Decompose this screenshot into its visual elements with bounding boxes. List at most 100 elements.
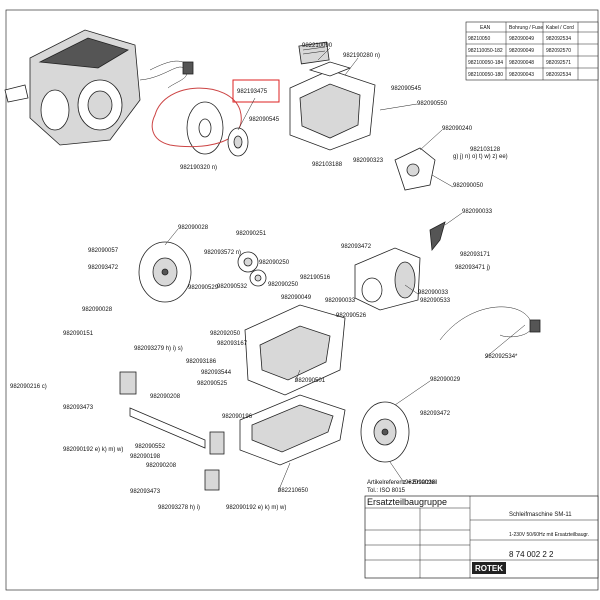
base-frame (244, 304, 346, 396)
part-label: 982092050 (210, 331, 241, 337)
part-label: 982090250 (259, 260, 290, 266)
part-label: 982090198 (130, 454, 161, 460)
part-label: 982090050 (453, 183, 484, 189)
part-label: 982090033 (462, 209, 493, 215)
part-label: 982093472 (88, 265, 119, 271)
cable-top (149, 60, 194, 75)
part-label: 982090216 c) (10, 384, 47, 390)
note-line: Tol.: ISO 8015 (367, 488, 406, 494)
part-label: 982093472 (420, 411, 451, 417)
part-label: 982093572 n) (204, 250, 241, 256)
table-header: Kabel / Cord (546, 25, 574, 31)
part-label: 982093171 (460, 252, 491, 258)
part-label: 982103188 (312, 162, 343, 168)
part-label: 982090028 (82, 307, 113, 313)
part-label: 982093167 (217, 341, 248, 347)
drive-pulley-left (138, 241, 192, 303)
notes: Artikelreferenz = Ersatzteil Tol.: ISO 8… (367, 480, 437, 494)
title-block-heading: Ersatzteilbaugruppe (367, 497, 447, 507)
part-label: 982190516 (300, 275, 331, 281)
motor-bracket-right (394, 147, 436, 191)
part-label: 982090240 (442, 126, 473, 132)
part-label: 982090033 (325, 298, 356, 304)
lever-handle (429, 221, 446, 252)
part-label: 982092534* (485, 354, 518, 360)
gear-set (237, 251, 267, 287)
part-label: 982090532 (217, 284, 248, 290)
table-cell: 982092534 (546, 36, 571, 42)
wheel-flange (227, 127, 249, 157)
company-logo (472, 562, 506, 574)
table-cell: 982092534 (546, 72, 571, 78)
upper-housing (289, 61, 376, 151)
part-label: 982090525 (197, 381, 228, 387)
part-label: 982090552 (135, 444, 166, 450)
table-cell: 982090049 (509, 36, 534, 42)
part-label: 982093279 h) i) s) (134, 346, 183, 352)
table-cell: 982090049 (509, 48, 534, 54)
part-label: 982093186 (186, 359, 217, 365)
table-cell: 982110050-182 (468, 48, 503, 54)
part-label: 982090251 (236, 231, 267, 237)
part-label: 982090196 (222, 414, 253, 420)
part-label: 982090501 (295, 378, 326, 384)
table-cell: 982092571 (546, 60, 571, 66)
table-cell: 982100050-180 (468, 72, 503, 78)
table-cell: 982090043 (509, 72, 534, 78)
part-label: 982090323 (353, 158, 384, 164)
table-header: Bohrung / Fuse (509, 25, 543, 31)
part-label: 982090057 (88, 248, 119, 254)
variant-table: EAN Bohrung / Fuse Kabel / Cord 98210050… (465, 21, 599, 81)
grinding-wheel (151, 87, 242, 155)
part-label: 982090550 (417, 101, 448, 107)
leader-lines (164, 47, 526, 493)
part-label: 982210650 (278, 488, 309, 494)
part-label: 982093278 h) i) (158, 505, 200, 511)
part-label: g) j) n) o) t) w) z) ee) (453, 154, 508, 160)
part-label: 982090250 (268, 282, 299, 288)
note-line: Artikelreferenz = Ersatzteil (367, 480, 437, 486)
table-cell: 982090048 (509, 60, 534, 66)
part-label: 982090545 (249, 117, 280, 123)
part-label: 982090033 (418, 290, 449, 296)
part-label: 982090208 (150, 394, 181, 400)
part-label: 982090049 (281, 295, 312, 301)
part-label: 982090208 (146, 463, 177, 469)
part-label: 982090526 (336, 313, 367, 319)
part-label: 982090192 e) k) m) w) (63, 447, 123, 453)
part-labels: 982210090 982190280 n) 982193475 9820905… (10, 43, 518, 511)
table-header: EAN (480, 25, 491, 31)
title-block: Ersatzteilbaugruppe Schleifmaschine SM-1… (364, 495, 599, 579)
table-cell: 982092570 (546, 48, 571, 54)
sheet-border (5, 9, 599, 591)
title-block-machine: Schleifmaschine SM-11 (509, 512, 572, 518)
part-label: 982093473 (130, 489, 161, 495)
machine-assembled-view (4, 29, 187, 146)
drip-tray (239, 394, 346, 466)
part-label: 982090533 (420, 298, 451, 304)
part-label: 982090029 (430, 377, 461, 383)
guide-rail (119, 371, 225, 491)
part-label: 982093544 (201, 370, 232, 376)
part-label: 982193475 (237, 89, 268, 95)
cable-right (439, 306, 541, 341)
title-block-drawing-number: 8 74 002 2 2 (509, 550, 554, 559)
part-label: 982210090 (302, 43, 333, 49)
part-label: 982093472 (341, 244, 372, 250)
part-label: 982090151 (63, 331, 94, 337)
highlight-box (232, 79, 280, 103)
drive-pulley-right (360, 401, 410, 463)
table-cell: 98210050 (468, 36, 490, 42)
guard-panel (298, 41, 330, 65)
part-label: 982093471 j) (455, 265, 490, 271)
part-label: 982090028 (405, 480, 436, 486)
part-label: 982090028 (178, 225, 209, 231)
part-label: 982090529 (188, 285, 219, 291)
part-label: 982093473 (63, 405, 94, 411)
part-label: 982090545 (391, 86, 422, 92)
table-cell: 982100050-184 (468, 60, 503, 66)
company-logo-text: ROTEK (475, 564, 503, 573)
motor-unit (354, 247, 421, 311)
part-label: 982190280 n) (343, 53, 380, 59)
